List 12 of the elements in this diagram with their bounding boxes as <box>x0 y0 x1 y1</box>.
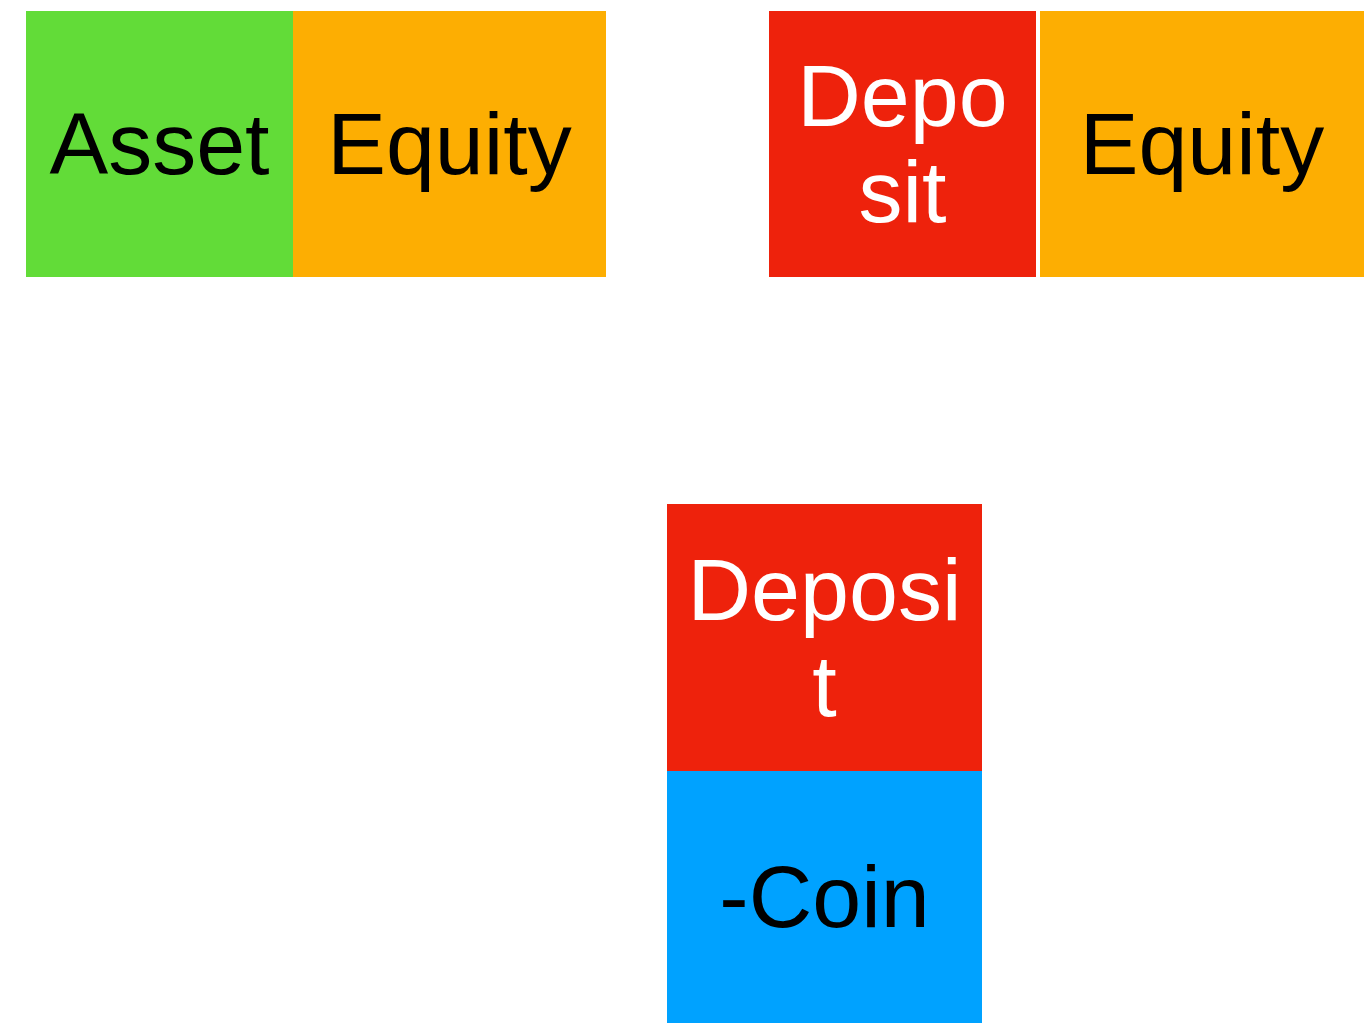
block-label: Equity <box>327 96 572 192</box>
colored-block <box>293 11 606 277</box>
block-label: Deposit <box>796 48 1009 240</box>
colored-block <box>26 11 293 277</box>
colored-block <box>667 771 982 1023</box>
block-label: Equity <box>1079 96 1325 192</box>
colored-block <box>769 11 1036 277</box>
block-label: -Coin <box>719 849 930 945</box>
colored-block <box>1040 11 1364 277</box>
block-label: Deposit <box>686 541 963 734</box>
colored-block <box>667 504 982 771</box>
block-label: Asset <box>49 96 270 192</box>
